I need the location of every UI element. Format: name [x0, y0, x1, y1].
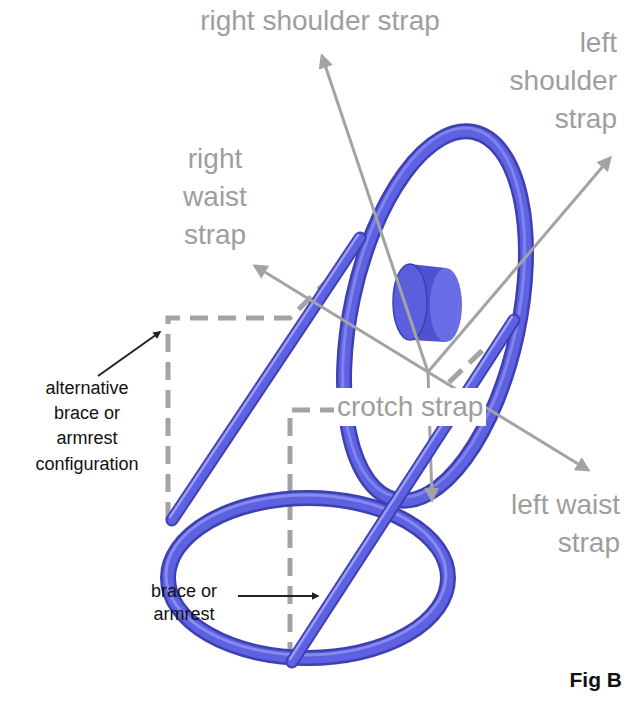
- strap-label: crotch strap: [334, 388, 486, 426]
- strap-label: right waist strap: [160, 140, 270, 254]
- callout-label: alternative brace or armrest configurati…: [22, 376, 152, 477]
- figure-label: Fig B: [540, 666, 622, 695]
- strap-label: right shoulder strap: [160, 2, 480, 40]
- brace-rod: [290, 317, 514, 662]
- brace-rod: [170, 235, 360, 520]
- strap-label: left waist strap: [505, 486, 620, 562]
- strap-label: left shoulder strap: [477, 24, 617, 138]
- callout-label: brace or armrest: [132, 580, 236, 627]
- back-ring: [312, 111, 557, 517]
